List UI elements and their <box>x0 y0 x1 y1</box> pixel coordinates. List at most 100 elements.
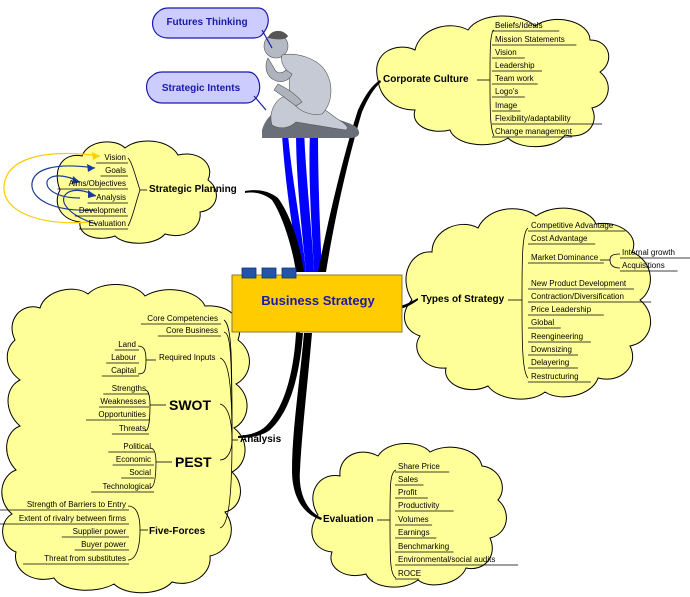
pill-strategic-intents[interactable]: Strategic Intents <box>145 71 267 111</box>
planning-item[interactable]: Goals <box>105 166 126 175</box>
center-node[interactable]: Business Strategy <box>231 267 403 333</box>
analysis-five-forces[interactable]: Five-Forces <box>149 526 206 537</box>
planning-item[interactable]: Development <box>79 206 127 215</box>
center-tab-1 <box>241 267 257 279</box>
analysis-forces-item[interactable]: Supplier power <box>73 527 127 536</box>
analysis-swot-item[interactable]: Opportunities <box>98 410 146 419</box>
analysis-pest-item[interactable]: Economic <box>116 455 151 464</box>
thinker-figure <box>262 30 360 138</box>
analysis-forces-item[interactable]: Extent of rivalry between firms <box>19 514 126 523</box>
analysis-pest[interactable]: PEST <box>175 454 212 470</box>
analysis-pest-item[interactable]: Social <box>129 468 151 477</box>
types-sub-item[interactable]: Internal growth <box>622 248 675 257</box>
cloud-types <box>404 207 651 400</box>
evaluation-item[interactable]: Sales <box>398 475 418 484</box>
pill-intents-label: Strategic Intents <box>162 83 241 94</box>
types-item[interactable]: Downsizing <box>531 345 572 354</box>
branch-blue-1 <box>282 135 306 272</box>
cloud-analysis <box>1 283 250 594</box>
branch-culture <box>318 80 381 272</box>
analysis-core-item[interactable]: Core Competencies <box>147 314 218 323</box>
branch-blue-3 <box>309 132 322 272</box>
culture-item[interactable]: Flexibility/adaptability <box>495 114 571 123</box>
branch-types <box>400 298 418 309</box>
evaluation-item[interactable]: Earnings <box>398 528 430 537</box>
analysis-forces-item[interactable]: Buyer power <box>81 540 126 549</box>
hub-analysis[interactable]: Analysis <box>240 434 282 445</box>
hub-types-of-strategy[interactable]: Types of Strategy <box>421 294 505 305</box>
center-tab-3 <box>281 267 297 279</box>
culture-item[interactable]: Image <box>495 101 518 110</box>
center-label: Business Strategy <box>261 293 375 308</box>
pill-futures-label: Futures Thinking <box>166 17 247 28</box>
clouds <box>1 15 651 594</box>
analysis-pest-item[interactable]: Political <box>123 442 151 451</box>
types-item[interactable]: New Product Development <box>531 279 627 288</box>
branch-blue-2 <box>296 130 314 272</box>
analysis-pest-item[interactable]: Technological <box>103 482 152 491</box>
analysis-forces-item[interactable]: Strength of Barriers to Entry <box>27 500 126 509</box>
culture-item[interactable]: Beliefs/Ideals <box>495 21 543 30</box>
culture-item[interactable]: Logo's <box>495 87 518 96</box>
hub-evaluation[interactable]: Evaluation <box>323 514 374 525</box>
planning-item[interactable]: Aims/Objectives <box>69 179 126 188</box>
evaluation-item[interactable]: ROCE <box>398 569 421 578</box>
analysis-swot-item[interactable]: Strengths <box>112 384 146 393</box>
types-item[interactable]: Price Leadership <box>531 305 592 314</box>
culture-item[interactable]: Mission Statements <box>495 35 565 44</box>
cloud-evaluation <box>311 442 507 588</box>
analysis-inputs-item[interactable]: Labour <box>111 353 136 362</box>
analysis-connectors <box>127 319 238 561</box>
planning-item[interactable]: Analysis <box>96 193 126 202</box>
branch-planning <box>245 190 304 272</box>
evaluation-item[interactable]: Volumes <box>398 515 429 524</box>
culture-item[interactable]: Change management <box>495 127 573 136</box>
planning-connectors <box>127 157 147 227</box>
cloud-culture <box>376 15 610 148</box>
types-item[interactable]: Cost Advantage <box>531 234 588 243</box>
types-item[interactable]: Delayering <box>531 358 569 367</box>
analysis-forces-item[interactable]: Threat from substitutes <box>44 554 126 563</box>
main-branches <box>238 80 418 520</box>
evaluation-connectors <box>377 469 397 579</box>
planning-item[interactable]: Evaluation <box>89 219 126 228</box>
analysis-swot[interactable]: SWOT <box>169 397 211 413</box>
analysis-swot-item[interactable]: Weaknesses <box>100 397 146 406</box>
analysis-inputs-item[interactable]: Capital <box>111 366 136 375</box>
types-connectors <box>508 227 621 379</box>
evaluation-item[interactable]: Productivity <box>398 501 439 510</box>
analysis-required-inputs[interactable]: Required Inputs <box>159 353 215 362</box>
analysis-swot-item[interactable]: Threats <box>119 424 146 433</box>
culture-item[interactable]: Leadership <box>495 61 535 70</box>
analysis-core-item[interactable]: Core Business <box>166 326 218 335</box>
types-item[interactable]: Competitive Advantage <box>531 221 614 230</box>
types-item[interactable]: Restructuring <box>531 372 579 381</box>
center-tab-2 <box>261 267 277 279</box>
types-item[interactable]: Global <box>531 318 554 327</box>
evaluation-item[interactable]: Benchmarking <box>398 542 449 551</box>
types-item[interactable]: Reengineering <box>531 332 583 341</box>
types-sub-item[interactable]: Acquisitions <box>622 261 665 270</box>
analysis-inputs-item[interactable]: Land <box>118 340 136 349</box>
evaluation-items: Share PriceSalesProfitProductivityVolume… <box>395 462 519 580</box>
culture-item[interactable]: Vision <box>495 48 517 57</box>
cloud-planning <box>56 140 217 244</box>
hub-strategic-planning[interactable]: Strategic Planning <box>149 184 237 195</box>
evaluation-item[interactable]: Share Price <box>398 462 440 471</box>
types-item[interactable]: Market Dominance <box>531 253 599 262</box>
types-item[interactable]: Contraction/Diversification <box>531 292 624 301</box>
pill-futures-thinking[interactable]: Futures Thinking <box>151 7 273 49</box>
culture-item[interactable]: Team work <box>495 74 535 83</box>
branch-evaluation <box>292 333 322 520</box>
planning-item[interactable]: Vision <box>104 153 126 162</box>
hub-corporate-culture[interactable]: Corporate Culture <box>383 74 469 85</box>
branch-analysis <box>238 333 303 438</box>
evaluation-item[interactable]: Environmental/social audits <box>398 555 495 564</box>
evaluation-item[interactable]: Profit <box>398 488 417 497</box>
